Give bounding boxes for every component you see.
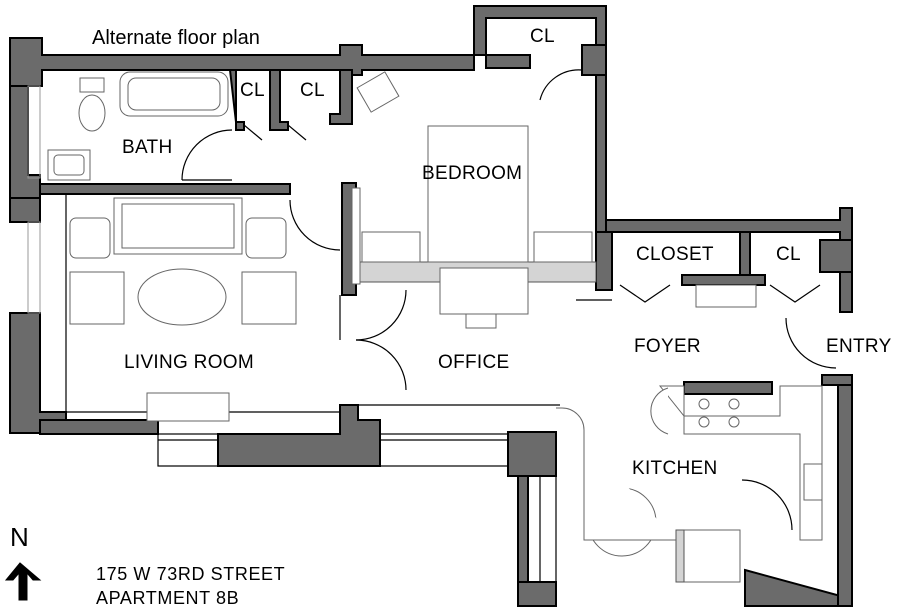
fridge-side bbox=[675, 529, 685, 583]
room-label-living-room: LIVING ROOM bbox=[124, 352, 254, 373]
kitchen-peninsula bbox=[556, 407, 676, 541]
door-entry bbox=[785, 317, 837, 369]
nightstand-right bbox=[533, 231, 593, 263]
office-desk bbox=[439, 267, 529, 315]
toilet-tank bbox=[79, 77, 105, 93]
plan-title: Alternate floor plan bbox=[92, 27, 260, 49]
wall-bottom-right bbox=[744, 568, 849, 607]
nightstand-left bbox=[361, 231, 421, 263]
door-bath bbox=[181, 129, 233, 181]
door-cl2 bbox=[287, 124, 307, 141]
wall-cl1-right bbox=[269, 69, 289, 131]
foyer-bench bbox=[695, 284, 757, 308]
toilet-bowl bbox=[78, 94, 106, 132]
burner-4 bbox=[728, 416, 740, 428]
room-label-cl2: CL bbox=[300, 80, 325, 101]
address-line-1: 175 W 73RD STREET bbox=[96, 564, 285, 584]
wall-cl-right bbox=[819, 239, 853, 273]
wall-right-kitchen bbox=[837, 374, 853, 607]
kitchen-counter-end bbox=[650, 387, 669, 435]
wall-left-bath bbox=[9, 85, 41, 199]
media-console bbox=[146, 392, 230, 422]
door-top-cl bbox=[539, 69, 583, 101]
window-living-left bbox=[27, 221, 41, 314]
room-label-entry: ENTRY bbox=[826, 336, 892, 357]
room-label-bedroom: BEDROOM bbox=[422, 163, 522, 184]
door-closet bbox=[619, 284, 671, 303]
wall-top-cl-inner bbox=[485, 54, 531, 69]
side-table-left bbox=[69, 217, 111, 259]
room-label-foyer: FOYER bbox=[634, 336, 701, 357]
room-label-closet: CLOSET bbox=[636, 244, 714, 265]
bedroom-chair bbox=[356, 71, 400, 113]
wall-kitchen-left bbox=[517, 475, 529, 583]
room-label-office: OFFICE bbox=[438, 352, 509, 373]
door-cl4 bbox=[769, 284, 821, 303]
window-bath bbox=[27, 85, 41, 179]
wall-closet-divider bbox=[739, 231, 751, 276]
kitchen-sink bbox=[803, 463, 823, 501]
window-kitchen bbox=[539, 475, 557, 583]
room-label-cl4: CL bbox=[776, 244, 801, 265]
burner-3 bbox=[698, 416, 710, 428]
north-letter: N bbox=[10, 522, 29, 552]
door-living-bed bbox=[289, 199, 341, 251]
burner-2 bbox=[728, 398, 740, 410]
door-cl1 bbox=[243, 124, 263, 141]
room-label-bath: BATH bbox=[122, 137, 172, 158]
doors bbox=[181, 69, 837, 531]
wall-top-left bbox=[9, 37, 475, 87]
wall-kitchen-counter bbox=[683, 381, 773, 395]
wall-office-pillar bbox=[507, 431, 557, 477]
wall-left-living bbox=[9, 312, 67, 434]
wall-bottom-kitchen bbox=[517, 581, 557, 607]
bedroom-wardrobe bbox=[351, 187, 361, 285]
bed bbox=[427, 125, 529, 263]
room-label-kitchen: KITCHEN bbox=[632, 458, 718, 479]
wall-closets-top bbox=[605, 207, 853, 313]
wall-bottom-mid bbox=[217, 404, 381, 467]
wall-top-cl-door bbox=[581, 44, 607, 76]
wall-bottom-living bbox=[39, 419, 159, 435]
fridge bbox=[675, 529, 741, 583]
wall-left-stub bbox=[9, 197, 41, 223]
wall-cl2-right bbox=[329, 69, 353, 125]
bathtub-inner bbox=[127, 77, 221, 111]
door-office-2 bbox=[355, 289, 407, 341]
room-label-cl1: CL bbox=[240, 80, 265, 101]
window-office-bottom bbox=[379, 433, 509, 467]
room-label-cl3: CL bbox=[530, 26, 555, 47]
door-office-1 bbox=[355, 339, 407, 391]
armchair-left bbox=[69, 271, 125, 325]
wall-closet-bottom bbox=[595, 231, 613, 291]
sink-basin bbox=[53, 154, 85, 176]
burner-1 bbox=[698, 398, 710, 410]
walls bbox=[9, 5, 853, 607]
window-living-bottom bbox=[157, 433, 219, 467]
address-line-2: APARTMENT 8B bbox=[96, 588, 239, 608]
office-chair bbox=[465, 313, 497, 329]
sofa-seat bbox=[121, 203, 235, 249]
wall-bath-living bbox=[39, 183, 291, 195]
labels: Alternate floor plan BATH CL CL CL BEDRO… bbox=[4, 26, 892, 608]
coffee-table bbox=[137, 268, 227, 326]
armchair-right bbox=[241, 271, 297, 325]
north-arrow-icon bbox=[4, 562, 42, 601]
door-kitchen bbox=[741, 479, 793, 531]
furniture bbox=[47, 71, 823, 583]
wall-cl1 bbox=[228, 69, 245, 131]
wall-closet-shelf bbox=[681, 274, 766, 286]
windows bbox=[27, 85, 557, 583]
wall-kitchen-stub bbox=[821, 374, 853, 386]
side-table-right bbox=[245, 217, 287, 259]
